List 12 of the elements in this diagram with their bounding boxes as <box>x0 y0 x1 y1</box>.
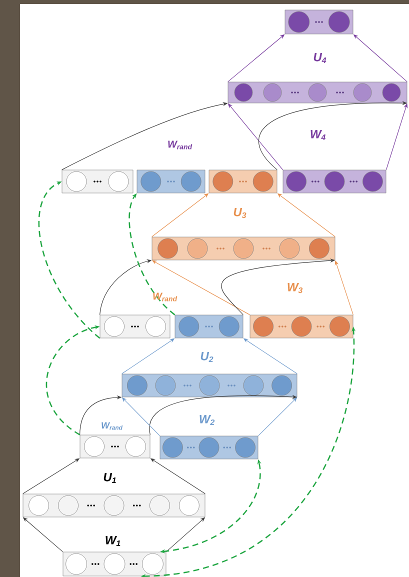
weight-label: U$_{2}$ <box>200 352 214 362</box>
weight-label: W$_{rand}$ <box>102 422 123 430</box>
weight-label: W$_{4}$ <box>310 130 326 140</box>
weight-label: U$_{4}$ <box>314 52 326 64</box>
weight-label: W$_{2}$ <box>200 414 215 426</box>
weight-label: U$_{1}$ <box>104 472 116 484</box>
weight-label: U$_{3}$ <box>234 208 246 218</box>
weight-label: W$_{3}$ <box>288 282 303 294</box>
weight-label: W$_{1}$ <box>106 536 120 546</box>
weight-label: W$_{rand}$ <box>153 292 178 302</box>
weight-label: W$_{rand}$ <box>168 140 192 150</box>
skip-connection-arrow <box>38 182 100 339</box>
